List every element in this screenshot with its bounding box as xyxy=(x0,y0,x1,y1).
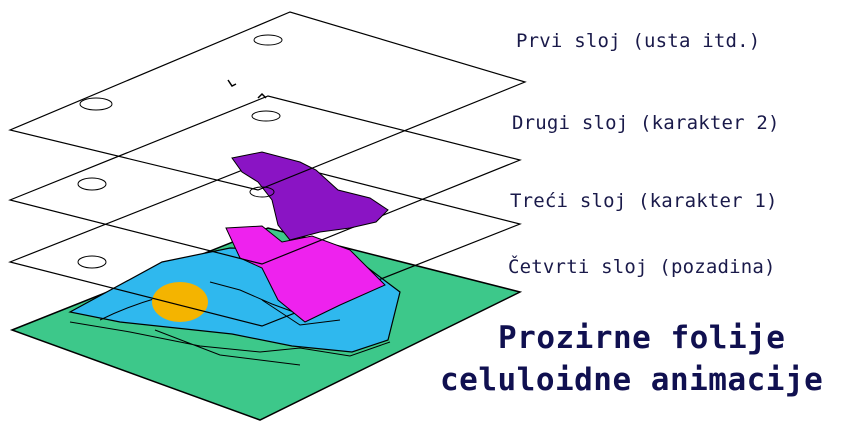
layer-3-registration-hole xyxy=(77,255,107,269)
layer-1-registration-hole-left xyxy=(79,97,113,111)
layer-2-sheet xyxy=(8,95,522,265)
background-contour-lines xyxy=(69,281,391,366)
layer-1-registration-hole-right xyxy=(253,34,283,46)
layer-2-character-2 xyxy=(8,95,522,265)
layer-1-registration-hole-center xyxy=(251,110,281,122)
caption-line-2: celuloidne animacije xyxy=(440,362,824,398)
layer-1-label: Prvi sloj (usta itd.) xyxy=(516,30,761,52)
layer-1-mouth xyxy=(8,11,527,191)
layer-2-registration-hole xyxy=(77,177,107,191)
layer-4-label: Četvrti sloj (pozadina) xyxy=(508,256,776,278)
layer-1-sheet xyxy=(8,11,527,191)
sun-circle xyxy=(152,282,208,322)
mouth-mark xyxy=(227,79,267,99)
character-2-shape xyxy=(231,151,389,241)
layer-3-label: Treći sloj (karakter 1) xyxy=(510,190,778,212)
layer-3-sheet xyxy=(8,159,522,327)
caption-line-1: Prozirne folije xyxy=(498,320,786,356)
character-1-shape xyxy=(225,225,386,323)
layer-3-character-1 xyxy=(8,159,522,327)
layer-2-registration-hole-center xyxy=(249,186,275,198)
layer-2-label: Drugi sloj (karakter 2) xyxy=(512,112,780,134)
